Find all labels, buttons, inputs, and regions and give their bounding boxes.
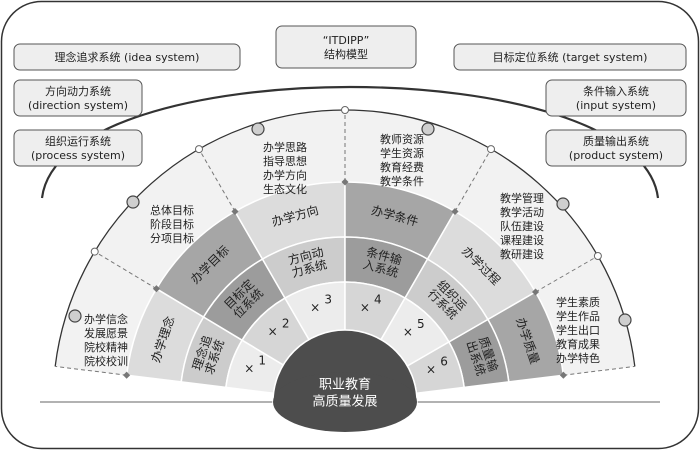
system-input-box	[545, 79, 687, 117]
multiplier-number-1: 1	[258, 354, 266, 368]
outer-list-4: 教师资源学生资源教育经费教学条件	[380, 132, 424, 188]
system-idea-label: 理念追求系统 (idea system)	[55, 50, 200, 64]
multiplier-number-5: 5	[417, 317, 425, 331]
multiplier-symbol-4: ×	[360, 300, 370, 314]
system-arc-node-5	[618, 313, 632, 327]
outer-list-1: 办学信念发展愿景院校精神院校校训	[84, 312, 128, 368]
system-arc-node-3	[421, 122, 435, 136]
system-direction-box	[13, 79, 143, 117]
outer-list-5: 教学管理教学活动队伍建设课程建设教研建设	[500, 191, 544, 261]
divider-arrowhead-7	[559, 371, 567, 379]
system-arc-node-2	[251, 122, 265, 136]
multiplier-symbol-3: ×	[310, 300, 320, 314]
system-target-box	[453, 43, 687, 71]
multiplier-symbol-1: ×	[244, 362, 254, 376]
core-circle-base	[273, 372, 417, 432]
divider-arrowhead-2	[152, 285, 160, 293]
divider-arrowhead-5	[451, 207, 459, 216]
sector-divider-5	[454, 148, 492, 212]
fan-layer: 办学信念发展愿景院校精神院校校训 总体目标阶段目标分项目标 办学思路指导思想办学方向…	[40, 85, 660, 432]
divider-arrowhead-3	[231, 207, 239, 216]
divider-arrowhead-1	[123, 371, 131, 379]
multiplier-number-2: 2	[282, 317, 290, 331]
top-layer: 理念追求系统 (idea system) 方向动力系统(direction sys…	[13, 25, 687, 167]
model-title-box	[275, 25, 417, 69]
outer-list-3: 办学思路指导思想办学方向生态文化	[263, 140, 307, 196]
model-title-label: “ITDIPP”结构模型	[323, 34, 370, 61]
system-input-label: 条件输入系统(input system)	[576, 84, 656, 112]
divider-arrowhead-4	[341, 178, 349, 186]
system-process-label: 组织运行系统(process system)	[31, 134, 125, 162]
arc-node-1	[90, 247, 99, 256]
multiplier-symbol-2: ×	[268, 325, 278, 339]
multiplier-symbol-6: ×	[426, 363, 436, 377]
sector-divider-2	[94, 251, 157, 290]
system-target-label: 目标定位系统 (target system)	[493, 50, 648, 64]
divider-arrowhead-6	[531, 288, 540, 296]
core-label: 职业教育高质量发展	[312, 377, 377, 410]
system-direction-label: 方向动力系统(direction system)	[28, 84, 128, 112]
sector-divider-7	[563, 365, 635, 376]
sector-divider-3	[198, 148, 236, 212]
system-arc-node-1	[126, 195, 140, 209]
system-arc-node-6	[68, 309, 82, 323]
system-process-box	[13, 129, 143, 167]
multiplier-symbol-5: ×	[403, 325, 413, 339]
outer-list-2: 总体目标阶段目标分项目标	[150, 203, 194, 245]
multiplier-number-3: 3	[324, 292, 332, 306]
arc-node-3	[341, 106, 349, 114]
arc-node-5	[593, 252, 602, 260]
sector-divider-1	[55, 365, 127, 376]
arc-node-4	[487, 145, 495, 154]
system-idea-box	[13, 43, 241, 71]
system-arc-node-4	[556, 197, 570, 211]
multiplier-number-4: 4	[374, 292, 382, 306]
sector-divider-6	[535, 255, 599, 293]
arc-node-2	[195, 145, 203, 154]
outer-list-6: 学生素质学生作品学生出口教育成果办学特色	[556, 295, 600, 365]
multiplier-number-6: 6	[440, 355, 448, 369]
outer-fan	[55, 110, 635, 376]
system-product-label: 质量输出系统(product system)	[569, 134, 663, 162]
system-product-box	[545, 129, 687, 167]
